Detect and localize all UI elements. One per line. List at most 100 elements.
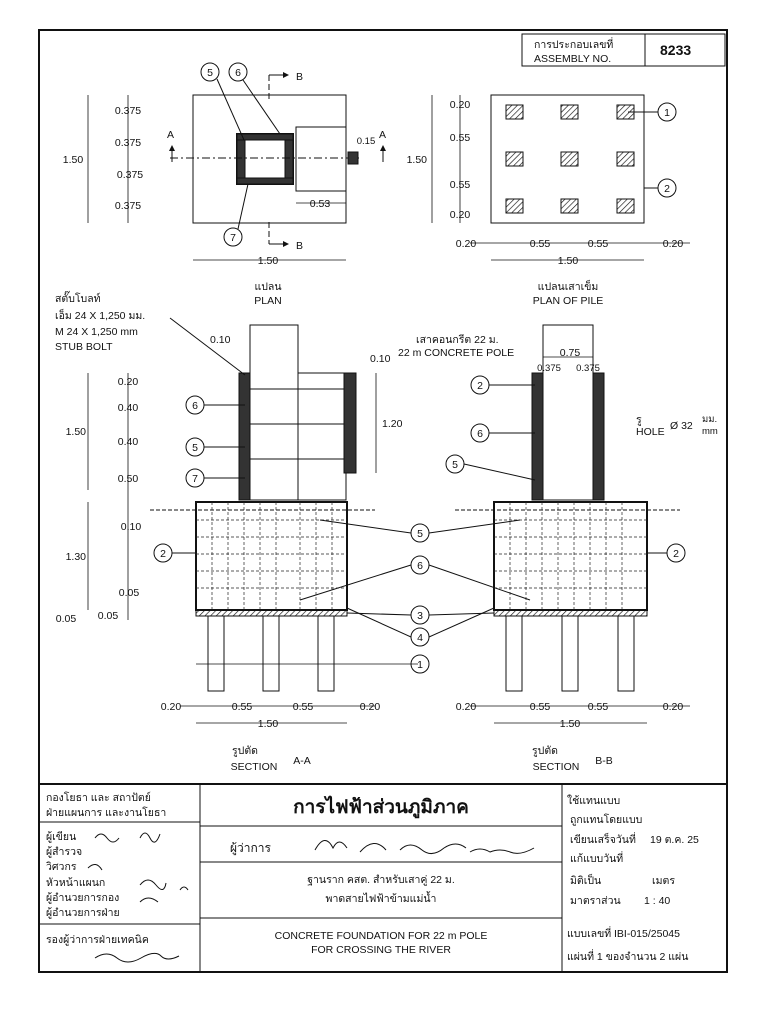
stub-bolt-spec-th: เอ็ม 24 X 1,250 มม. [55,308,145,322]
aa-dim-bottom-1: 0.20 [161,701,182,713]
hole-unit-th: มม. [702,414,717,425]
pile-title-th: แปลนเสาเข็ม [538,279,599,293]
svg-text:5: 5 [417,528,423,540]
plan-view: B B A A 1.50 0.375 0.375 0.375 0.375 1.5… [63,71,386,307]
callout-7-aa: 7 [185,468,205,488]
role-division-director: ผู้อำนวยการกอง [46,892,119,904]
plan-dim-left-1: 0.375 [115,105,141,117]
plan-section-a-right: A [379,129,386,141]
scale-value: 1 : 40 [644,895,670,907]
drawing-no-label: แบบเลขที่ [567,926,611,940]
plan-section-b-top: B [296,71,303,83]
aa-dim-upper-1: 0.20 [118,376,139,388]
bb-dim-0375-left: 0.375 [537,363,561,374]
svg-text:6: 6 [235,67,241,79]
aa-dim-bottom-3: 0.55 [293,701,314,713]
svg-text:6: 6 [477,428,483,440]
deputy-governor: รองผู้ว่าการฝ่ายเทคนิค [46,934,149,946]
plan-title-th: แปลน [254,281,281,293]
governor-label: ผู้ว่าการ [230,841,272,856]
plan-dim-053: 0.53 [310,198,331,210]
replaced-by-label: ถูกแทนโดยแบบ [570,813,642,826]
plan-dim-left-3: 0.375 [117,169,143,181]
pole-label-en: 22 m CONCRETE POLE [398,347,514,359]
plan-dim-left-2: 0.375 [115,137,141,149]
pile-title-en: PLAN OF PILE [533,295,604,307]
assembly-number: 8233 [660,42,691,58]
aa-dim-upper-5: 0.10 [121,521,142,533]
callout-2-bb: 2 [666,543,686,563]
pile-dim-bottom-2: 0.55 [530,238,551,250]
role-dept-director: ผู้อำนวยการฝ่าย [46,907,120,919]
svg-text:2: 2 [664,183,670,195]
unit-value: เมตร [652,875,675,887]
aa-dim-bottom-4: 0.20 [360,701,381,713]
aa-overall-lower: 1.30 [66,551,87,563]
pole-dim-010-left: 0.10 [210,334,231,346]
svg-text:7: 7 [192,473,198,485]
callout-1-center: 1 [410,654,430,674]
svg-text:2: 2 [160,548,166,560]
svg-text:4: 4 [417,632,423,644]
role-surveyor: ผู้สำรวจ [46,846,82,858]
drawn-date: 19 ต.ค. 25 [650,834,699,846]
bb-mark: B-B [595,755,613,767]
pile-overall-left: 1.50 [407,154,428,166]
pile-dim-bottom-4: 0.20 [663,238,684,250]
plan-section-a-left: A [167,129,174,141]
assembly-label-en: ASSEMBLY NO. [534,53,611,65]
callout-6-center: 6 [410,555,430,575]
plan-overall-bottom: 1.50 [258,255,279,267]
assembly-box: การประกอบเลขที่ ASSEMBLY NO. 8233 [521,33,726,67]
callout-5-center: 5 [410,523,430,543]
hole-label-en: HOLE [636,426,665,438]
section-bb-view: 0.75 0.375 0.375 รู HOLE Ø 32 มม. mm 0.2… [455,324,718,773]
aa-title-th: รูปตัด [232,745,258,757]
bb-dim-0375-right: 0.375 [576,363,600,374]
pile-dim-left-4: 0.20 [450,209,471,221]
dept-line-1: กองโยธา และ สถาปัตย์ [46,791,151,804]
drawing-no: IBI-015/25045 [614,928,680,940]
stub-bolt-th: สตั๊บโบลท์ [55,290,101,305]
callout-5-bb: 5 [445,454,465,474]
hole-unit-en: mm [702,426,718,437]
callout-bubbles: 5 6 7 1 2 6 5 7 2 2 6 5 2 5 6 3 4 1 [153,62,686,674]
svg-text:7: 7 [230,232,236,244]
plan-section-b-bottom: B [296,240,303,252]
title-block: กองโยธา และ สถาปัตย์ ฝ่ายแผนการ และงานโย… [38,783,728,973]
aa-dim-005-right: 0.05 [119,587,140,599]
svg-text:5: 5 [452,459,458,471]
aa-mark: A-A [293,755,311,767]
bb-dim-bottom-1: 0.20 [456,701,477,713]
aa-dim-upper-4: 0.50 [118,473,139,485]
pile-overall-bottom: 1.50 [558,255,579,267]
pile-dim-left-1: 0.20 [450,99,471,111]
svg-text:1: 1 [417,659,423,671]
pole-dim-010-right: 0.10 [370,353,391,365]
pile-plan-view: 1.50 0.20 0.55 0.55 0.20 0.20 0.55 0.55 … [407,94,690,307]
aa-dim-005-mid: 0.05 [98,610,119,622]
dept-line-2: ฝ่ายแผนการ และงานโยธา [46,806,166,819]
bb-title-th: รูปตัด [532,745,558,757]
svg-text:5: 5 [192,442,198,454]
hole-dia: Ø 32 [670,420,693,432]
bb-dim-075: 0.75 [560,347,581,359]
pole-dim-120: 1.20 [382,418,403,430]
bb-dim-bottom-2: 0.55 [530,701,551,713]
pile-dim-bottom-1: 0.20 [456,238,477,250]
desc-th-2: พาดสายไฟฟ้าข้ามแม่น้ำ [326,891,437,905]
callout-1-pile: 1 [657,102,677,122]
callout-5-plan: 5 [200,62,220,82]
callout-2-bb-top: 2 [470,375,490,395]
aa-dim-bottom-2: 0.55 [232,701,253,713]
stub-bolt-spec-en: M 24 X 1,250 mm [55,326,138,338]
svg-text:3: 3 [417,610,423,622]
pile-dim-left-3: 0.55 [450,179,471,191]
bb-title-en: SECTION [533,761,580,773]
assembly-label-th: การประกอบเลขที่ [534,37,613,51]
svg-text:5: 5 [207,67,213,79]
role-engineer: วิศวกร [46,861,77,873]
aa-title-en: SECTION [231,761,278,773]
callout-3-center: 3 [410,605,430,625]
